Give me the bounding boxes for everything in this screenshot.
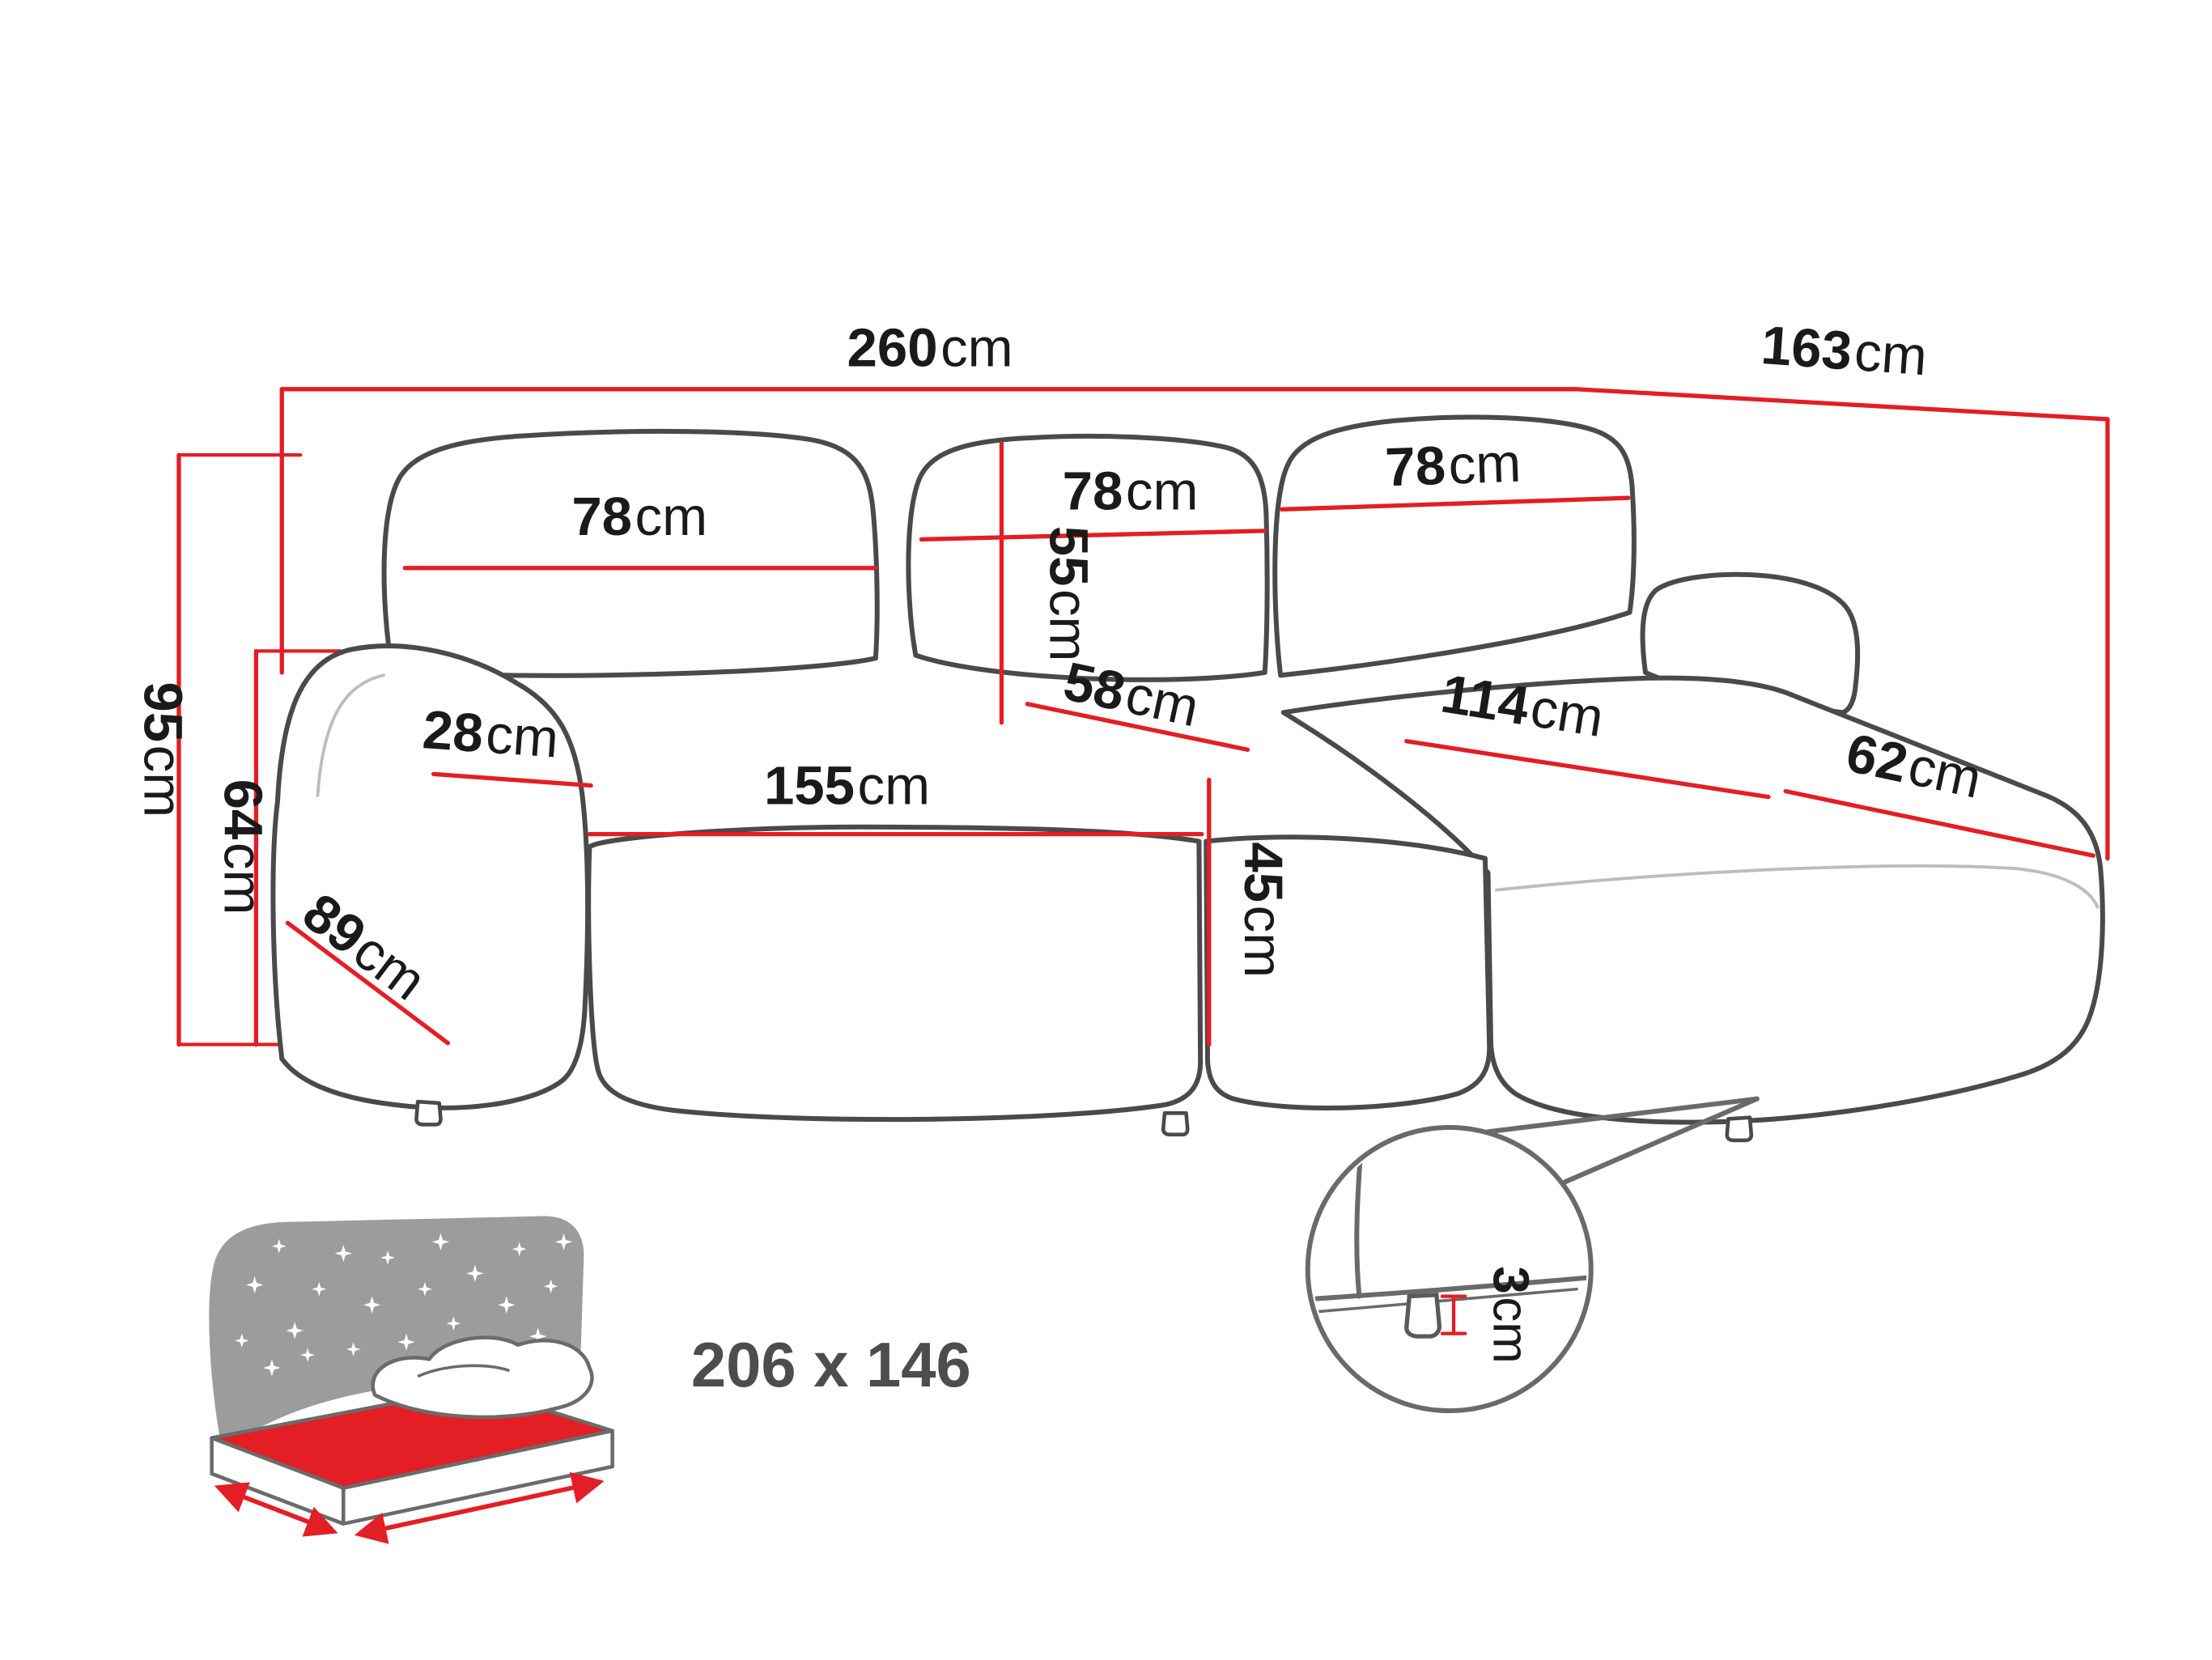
- dim-backrest-right-label: 78cm: [1384, 433, 1522, 499]
- leg-detail-magnifier: 3cm: [1305, 1096, 1760, 1414]
- sofa-leg-chaise: [1725, 1115, 1754, 1143]
- magnified-leg: [1404, 1293, 1442, 1339]
- sofa-drawing: [270, 414, 2105, 1143]
- sofa-leg-left: [414, 1099, 443, 1127]
- dim-chaise-width-label: 62cm: [1841, 723, 1987, 810]
- magnifier-content: 3cm: [1312, 1131, 1587, 1364]
- dim-backrest-height-label: 55cm: [1038, 526, 1099, 662]
- dim-backrest-right-line: [1280, 495, 1631, 512]
- dim-chaise-length-line: [1404, 739, 1771, 800]
- left-armrest: [270, 643, 591, 1110]
- back-cushion-left: [381, 428, 880, 678]
- dim-total-width-label: 260cm: [847, 318, 1013, 379]
- dim-seat-depth-label: 58cm: [1059, 651, 1204, 738]
- dim-seat-height-label: 45cm: [1233, 842, 1293, 978]
- duvet-shape: [371, 1335, 594, 1420]
- dim-backrest-left-label: 78cm: [571, 486, 707, 547]
- dim-total-height-label: 95cm: [133, 681, 193, 817]
- seat-cushion-left: [586, 824, 1204, 1123]
- bed-length-arrow: [354, 1471, 605, 1544]
- dim-total-depth-line: [1574, 387, 2110, 422]
- dim-total-depth-label: 163cm: [1760, 315, 1930, 387]
- blanket-shape: [209, 1216, 584, 1448]
- dim-leg-height-label: 3cm: [1483, 1266, 1539, 1363]
- magnifier-circle: [1305, 1125, 1594, 1414]
- chaise-body: [1280, 675, 2105, 1125]
- left-armrest-seam: [316, 673, 385, 797]
- magnifier-leader-line-1: [1485, 1096, 1760, 1135]
- surface-dimension-lines: [285, 441, 2095, 1047]
- dim-armrest-width-line: [431, 771, 593, 788]
- back-cushion-right: [1272, 414, 1637, 678]
- dim-chaise-width-line: [1783, 788, 2095, 858]
- bed-width-arrow: [214, 1482, 338, 1537]
- magnifier-leader-line-2: [1562, 1096, 1760, 1185]
- back-cushion-middle: [906, 433, 1270, 682]
- dim-side-depth-line: [285, 920, 450, 1046]
- dim-seat-depth-line: [1025, 702, 1250, 752]
- magnified-sofa-bottom-edge: [1312, 1275, 1587, 1302]
- dim-armrest-height-label: 64cm: [213, 779, 274, 915]
- frame-dimension-lines: [176, 387, 2110, 1047]
- duvet-seam: [417, 1364, 510, 1378]
- dimension-labels: 260cm 163cm 95cm 64cm 89cm 78cm 78cm 78c…: [133, 315, 1987, 1012]
- dim-backrest-middle-line: [919, 529, 1267, 542]
- dim-backrest-middle-label: 78cm: [1063, 461, 1199, 521]
- chaise-front-roll-seam: [1495, 864, 2099, 909]
- sofa-leg-middle: [1161, 1111, 1190, 1137]
- dim-chaise-length-label: 114cm: [1437, 663, 1608, 749]
- dim-armrest-width-label: 28cm: [421, 699, 561, 770]
- dim-seat-width-label: 155cm: [764, 755, 930, 816]
- bed-function-icon: 206 x 146: [209, 1216, 971, 1544]
- bed-size-label: 206 x 146: [691, 1331, 971, 1400]
- seat-cushion-middle: [1204, 834, 1492, 1110]
